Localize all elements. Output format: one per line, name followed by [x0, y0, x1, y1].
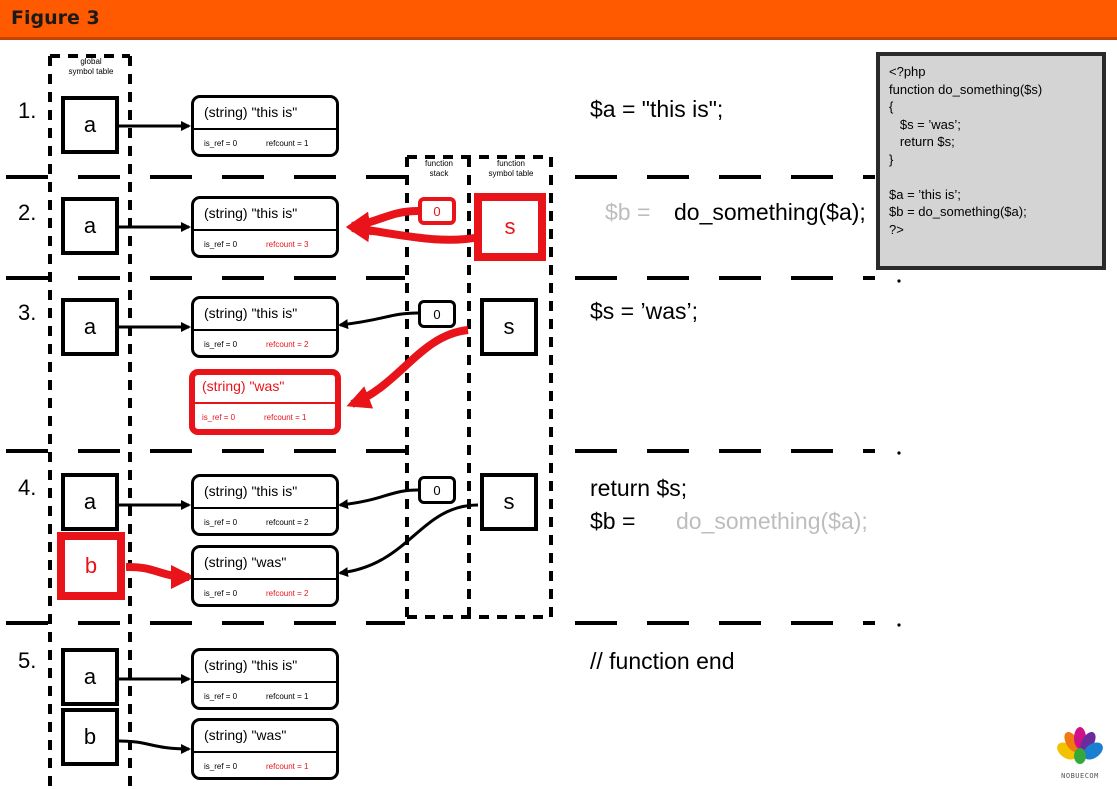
step-number-4: 4. — [18, 475, 37, 500]
peacock-logo-icon — [1057, 727, 1103, 764]
code-line: ?> — [889, 221, 904, 237]
code-step4: return $s; — [590, 475, 688, 501]
var-a-step1: a — [61, 96, 119, 154]
zval-divider — [194, 751, 336, 753]
code-line: $s = ’was’; — [889, 116, 961, 132]
zval-value: (string) "this is" — [204, 305, 298, 321]
zval-is-ref: is_ref = 0 — [204, 692, 238, 701]
code-line: return $s; — [889, 134, 955, 149]
zval-value: (string) "was" — [204, 727, 287, 743]
code-step4-prefix: $b = — [590, 508, 636, 534]
zval-refcount: refcount = 1 — [264, 413, 307, 422]
zval-is-ref: is_ref = 0 — [204, 762, 238, 771]
code-step2: do_something($a); — [674, 199, 866, 225]
code-step2-prefix: $b = — [605, 199, 651, 225]
var-b-step5: b — [61, 708, 119, 766]
zval-refcount: refcount = 2 — [266, 518, 309, 527]
code-step4-call: do_something($a); — [676, 508, 868, 534]
zval-was-step5: (string) "was" is_ref = 0 refcount = 1 — [191, 718, 339, 780]
zval-divider — [194, 681, 336, 683]
var-a-step4: a — [61, 473, 119, 531]
function-symbol-table-header: function symbol table — [488, 159, 534, 178]
zval-this-is-step1: (string) "this is" is_ref = 0 refcount =… — [191, 95, 339, 157]
header-shadow — [0, 37, 1117, 40]
step-number-1: 1. — [18, 98, 37, 123]
zval-is-ref: is_ref = 0 — [204, 340, 238, 349]
step-number-3: 3. — [18, 300, 37, 325]
var-s-step2: s — [474, 193, 546, 261]
zval-value: (string) "this is" — [204, 205, 298, 221]
var-a-step3: a — [61, 298, 119, 356]
logo-text: NOBUECOM — [1061, 772, 1099, 780]
zval-this-is-step2: (string) "this is" is_ref = 0 refcount =… — [191, 196, 339, 258]
zval-is-ref: is_ref = 0 — [202, 413, 236, 422]
separator-dots — [897, 279, 901, 627]
zval-this-is-step5: (string) "this is" is_ref = 0 refcount =… — [191, 648, 339, 710]
source-code-box: <?php function do_something($s) { $s = ’… — [876, 52, 1106, 270]
zval-divider — [194, 229, 336, 231]
zval-refcount: refcount = 1 — [266, 692, 309, 701]
stack-entry-step3: 0 — [418, 300, 456, 328]
code-line: <?php — [889, 64, 926, 79]
step-separators — [6, 175, 875, 625]
var-s-step3: s — [480, 298, 538, 356]
zval-value: (string) "was" — [204, 554, 287, 570]
var-a-step5: a — [61, 648, 119, 706]
zval-is-ref: is_ref = 0 — [204, 240, 238, 249]
var-b-step4: b — [57, 532, 125, 600]
highlight-arrows — [125, 207, 481, 589]
figure-header: Figure 3 — [0, 0, 1117, 40]
var-s-step4: s — [480, 473, 538, 531]
zval-is-ref: is_ref = 0 — [204, 589, 238, 598]
zval-is-ref: is_ref = 0 — [204, 518, 238, 527]
zval-is-ref: is_ref = 0 — [204, 139, 238, 148]
code-line: } — [889, 151, 894, 167]
zval-value: (string) "was" — [202, 378, 285, 394]
function-stack-header: function stack — [424, 159, 454, 178]
zval-this-is-step3: (string) "this is" is_ref = 0 refcount =… — [191, 296, 339, 358]
stack-entry-step2: 0 — [418, 197, 456, 225]
stack-entry-step4: 0 — [418, 476, 456, 504]
step-number-2: 2. — [18, 200, 37, 225]
zval-divider — [194, 507, 336, 509]
peacock-logo: NOBUECOM — [1053, 723, 1107, 781]
code-line: function do_something($s) — [889, 81, 1043, 97]
code-line: { — [889, 99, 894, 114]
zval-refcount: refcount = 1 — [266, 139, 309, 148]
code-line — [889, 168, 1093, 186]
global-symbol-table-header: global symbol table — [68, 57, 114, 76]
zval-refcount: refcount = 3 — [266, 240, 309, 249]
zval-this-is-step4: (string) "this is" is_ref = 0 refcount =… — [191, 474, 339, 536]
figure-title: Figure 3 — [11, 7, 100, 29]
code-line: $b = do_something($a); — [889, 204, 1027, 219]
pointer-arrows — [118, 121, 479, 754]
zval-value: (string) "this is" — [204, 104, 298, 120]
step-number-5: 5. — [18, 648, 37, 673]
zval-was-step4: (string) "was" is_ref = 0 refcount = 2 — [191, 545, 339, 607]
zval-divider — [195, 402, 335, 404]
zval-was-step3: (string) "was" is_ref = 0 refcount = 1 — [189, 369, 341, 435]
zval-value: (string) "this is" — [204, 657, 298, 673]
var-a-step2: a — [61, 197, 119, 255]
zval-refcount: refcount = 1 — [266, 762, 309, 771]
zval-refcount: refcount = 2 — [266, 589, 309, 598]
zval-divider — [194, 128, 336, 130]
zval-divider — [194, 578, 336, 580]
zval-refcount: refcount = 2 — [266, 340, 309, 349]
zval-value: (string) "this is" — [204, 483, 298, 499]
code-step1: $a = "this is"; — [590, 96, 724, 122]
zval-divider — [194, 329, 336, 331]
code-line: $a = ’this is’; — [889, 186, 961, 202]
code-step3: $s = ’was’; — [590, 298, 699, 324]
code-step5: // function end — [590, 648, 735, 674]
